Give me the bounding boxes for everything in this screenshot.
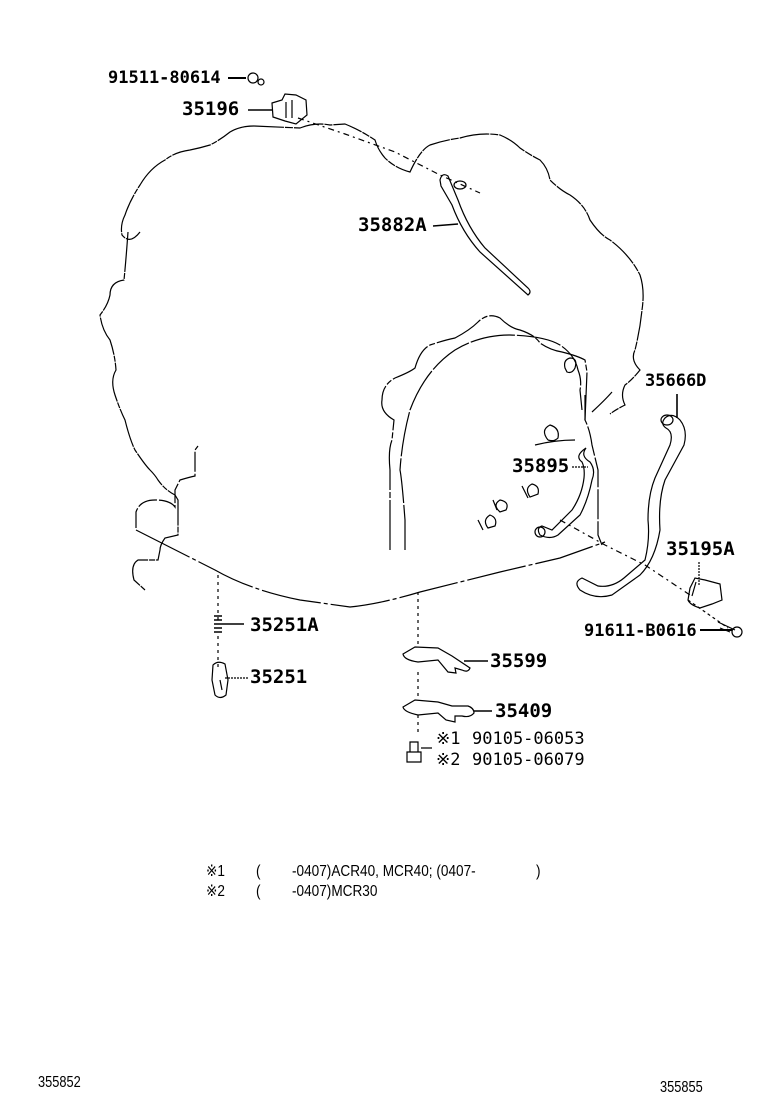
boss-1 [534,424,576,446]
projection-line-bolt [687,599,729,629]
callout-35882A: 35882A [358,214,427,236]
housing-connector [591,391,613,413]
note-2-paren-open: ( [256,883,261,900]
hose-35666D-end [660,414,674,426]
callout-35195A: 35195A [666,538,735,560]
callout-90105-06079: 90105-06079 [472,750,585,770]
converter-housing-right [584,395,603,546]
converter-housing-inner [399,334,583,550]
callout-35251A: 35251A [250,614,319,636]
bracket-35599-shape [402,646,471,674]
callout-35196: 35196 [182,98,240,120]
bolt-91511-head [247,72,259,84]
projection-line-right [559,519,691,596]
callout-mark-1: ※1 [436,729,461,749]
bolt-91611-head [731,626,743,638]
callout-35409: 35409 [495,700,553,722]
oil-pan-edge [135,445,199,528]
plug-35251-shape [211,661,229,699]
boss-2 [521,483,539,499]
callout-90105-06053: 90105-06053 [472,729,585,749]
hose-35666D [576,414,686,598]
callout-91611-B0616: 91611-B0616 [584,621,697,641]
figure-code-right: 355855 [660,1079,703,1096]
converter-housing-outer [381,315,588,550]
callout-35251: 35251 [250,666,308,688]
hose-35895 [537,447,595,539]
leader-35882A [432,223,459,227]
callout-35599: 35599 [490,650,548,672]
spring-35251A-shape [214,615,222,633]
note-2-mark: ※2 [206,883,225,900]
note-1-paren-close: ) [536,863,541,880]
bolt-90105-shape [406,741,432,763]
note-2-text: -0407)MCR30 [292,883,378,900]
callout-35895: 35895 [512,455,570,477]
pan-bottom-line [135,529,606,608]
bracket-35195A-shape [687,577,723,609]
hose-35895-end [534,526,546,538]
hose-35882A-fitting [453,180,467,190]
boss-3 [477,499,508,531]
transaxle-case-outline [253,123,644,415]
callout-91511-80614: 91511-80614 [108,68,221,88]
callout-mark-2: ※2 [436,750,461,770]
note-1-paren-open: ( [256,863,261,880]
bracket-35409-shape [402,699,475,723]
callout-35666D: 35666D [645,371,707,391]
bolt-91511-tip [257,78,265,86]
figure-code-left: 355852 [38,1074,81,1091]
hose-35882A [439,174,531,296]
note-1-text: -0407)ACR40, MCR40; (0407- [292,863,476,880]
bracket-35196-shape [271,93,308,125]
housing-ear [563,357,577,374]
note-1-mark: ※1 [206,863,225,880]
projection-line-top [297,117,481,194]
transaxle-case-left [99,125,255,591]
